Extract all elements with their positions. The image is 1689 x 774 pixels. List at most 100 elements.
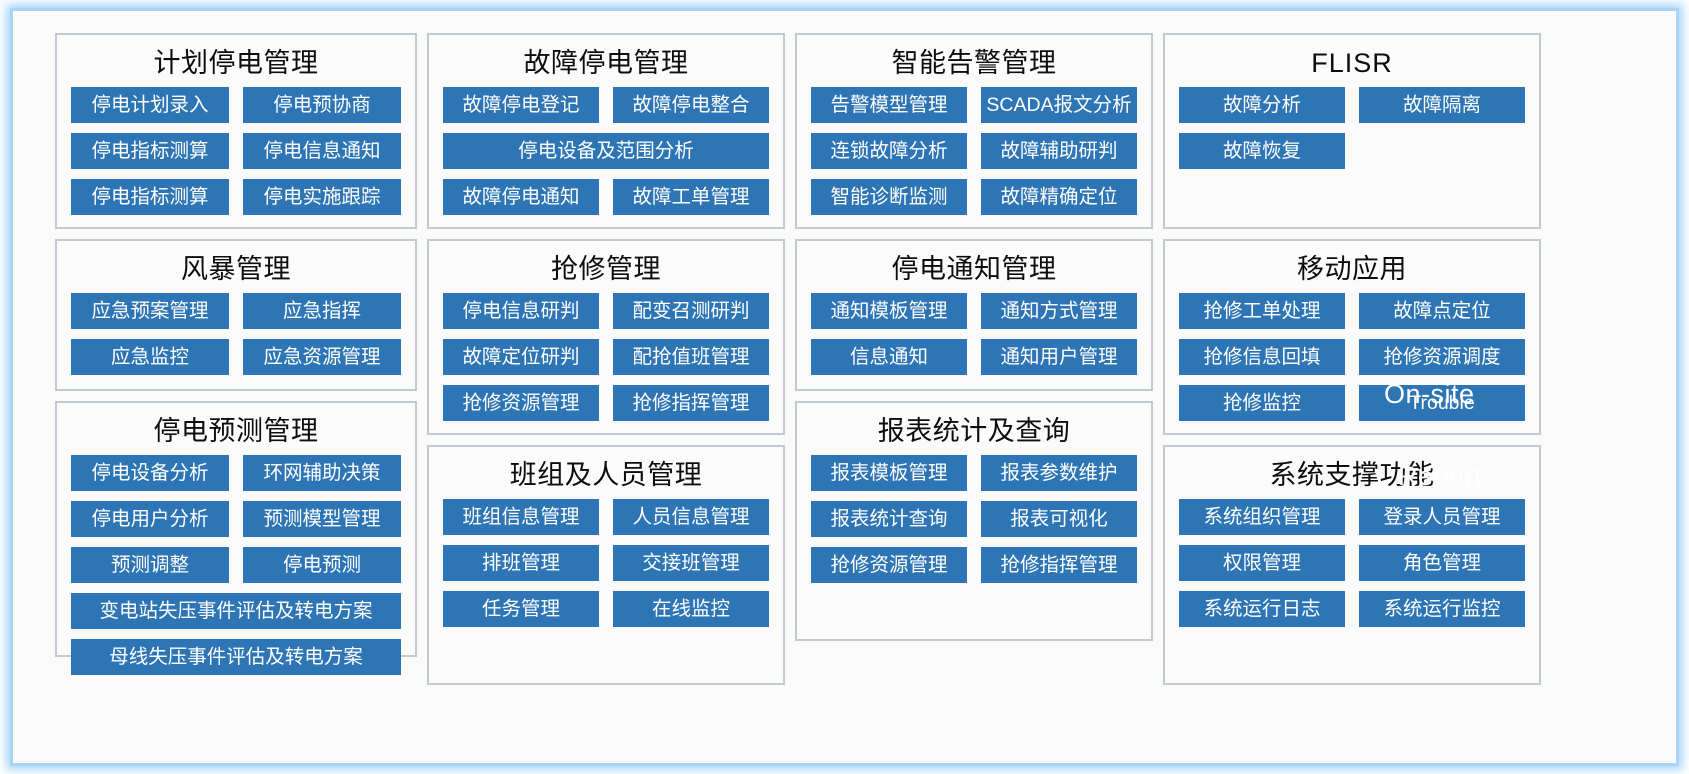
module-button[interactable]: 故障精确定位 — [981, 179, 1137, 215]
module-button[interactable]: 连锁故障分析 — [811, 133, 967, 169]
module-button[interactable]: 报表参数维护 — [981, 455, 1137, 491]
card-title: 班组及人员管理 — [509, 460, 703, 490]
function-board: 计划停电管理 停电计划录入 停电预协商 停电指标测算 停电信息通知 停电指标测算… — [13, 11, 1676, 763]
module-button[interactable]: 抢修工单处理 — [1179, 293, 1345, 329]
module-button[interactable]: 预测调整 — [71, 547, 229, 583]
button-row: 连锁故障分析 故障辅助研判 — [811, 133, 1137, 169]
column-3: 智能告警管理 告警模型管理 SCADA报文分析 连锁故障分析 故障辅助研判 智能… — [795, 33, 1153, 641]
module-button[interactable]: 班组信息管理 — [443, 499, 599, 535]
module-button[interactable]: 环网辅助决策 — [243, 455, 401, 491]
application-frame: 计划停电管理 停电计划录入 停电预协商 停电指标测算 停电信息通知 停电指标测算… — [10, 8, 1679, 766]
module-button[interactable]: 应急监控 — [71, 339, 229, 375]
module-button[interactable]: 故障恢复 — [1179, 133, 1345, 169]
module-button[interactable]: 应急指挥 — [243, 293, 401, 329]
module-button-trouble[interactable]: Trouble — [1359, 385, 1525, 421]
button-row: 智能诊断监测 故障精确定位 — [811, 179, 1137, 215]
button-row: 故障恢复 — [1179, 133, 1525, 169]
button-row: 信息通知 通知用户管理 — [811, 339, 1137, 375]
module-button[interactable]: 登录人员管理 — [1359, 499, 1525, 535]
module-button[interactable]: SCADA报文分析 — [981, 87, 1137, 123]
module-button[interactable]: 抢修资源管理 — [811, 547, 967, 583]
card-title: 停电通知管理 — [891, 254, 1057, 284]
module-button[interactable]: 智能诊断监测 — [811, 179, 967, 215]
module-button[interactable]: 预测模型管理 — [243, 501, 401, 537]
module-button[interactable]: 系统运行监控 — [1359, 591, 1525, 627]
module-button[interactable]: 停电预协商 — [243, 87, 401, 123]
module-button[interactable]: 停电实施跟踪 — [243, 179, 401, 215]
module-button[interactable]: 故障点定位 — [1359, 293, 1525, 329]
card-fault-outage: 故障停电管理 故障停电登记 故障停电整合 停电设备及范围分析 故障停电通知 故障… — [427, 33, 785, 229]
module-button[interactable]: 抢修资源管理 — [443, 385, 599, 421]
module-button[interactable]: 人员信息管理 — [613, 499, 769, 535]
module-button[interactable]: 抢修监控 — [1179, 385, 1345, 421]
module-button[interactable]: 故障辅助研判 — [981, 133, 1137, 169]
module-button[interactable]: 配抢值班管理 — [613, 339, 769, 375]
module-button[interactable]: 母线失压事件评估及转电方案 — [71, 639, 401, 675]
module-button[interactable]: 故障定位研判 — [443, 339, 599, 375]
card-title: 计划停电管理 — [153, 48, 319, 78]
module-button[interactable]: 角色管理 — [1359, 545, 1525, 581]
card-team-personnel: 班组及人员管理 班组信息管理 人员信息管理 排班管理 交接班管理 任务管理 在线… — [427, 445, 785, 685]
card-emergency-repair: 抢修管理 停电信息研判 配变召测研判 故障定位研判 配抢值班管理 抢修资源管理 … — [427, 239, 785, 435]
card-outage-notification: 停电通知管理 通知模板管理 通知方式管理 信息通知 通知用户管理 — [795, 239, 1153, 391]
module-button[interactable]: 故障工单管理 — [613, 179, 769, 215]
module-button[interactable]: 故障停电登记 — [443, 87, 599, 123]
module-button[interactable]: 抢修资源调度 — [1359, 339, 1525, 375]
card-title: 报表统计及查询 — [877, 416, 1071, 446]
module-button[interactable]: 故障停电通知 — [443, 179, 599, 215]
module-button[interactable]: 告警模型管理 — [811, 87, 967, 123]
button-row: 抢修工单处理 故障点定位 — [1179, 293, 1525, 329]
module-button[interactable]: 应急预案管理 — [71, 293, 229, 329]
card-title: 风暴管理 — [181, 254, 291, 284]
module-button[interactable]: 抢修指挥管理 — [613, 385, 769, 421]
module-button[interactable]: 信息通知 — [811, 339, 967, 375]
module-button[interactable]: 停电用户分析 — [71, 501, 229, 537]
column-2: 故障停电管理 故障停电登记 故障停电整合 停电设备及范围分析 故障停电通知 故障… — [427, 33, 785, 685]
module-button[interactable]: 停电计划录入 — [71, 87, 229, 123]
button-grid: 抢修工单处理 故障点定位 抢修信息回填 抢修资源调度 抢修监控 Trouble — [1179, 293, 1525, 421]
module-button[interactable]: 报表模板管理 — [811, 455, 967, 491]
module-button[interactable]: 权限管理 — [1179, 545, 1345, 581]
module-button[interactable]: 停电设备分析 — [71, 455, 229, 491]
module-button[interactable]: 停电预测 — [243, 547, 401, 583]
card-intelligent-alarm: 智能告警管理 告警模型管理 SCADA报文分析 连锁故障分析 故障辅助研判 智能… — [795, 33, 1153, 229]
button-row: 停电设备及范围分析 — [443, 133, 769, 169]
module-button[interactable]: 交接班管理 — [613, 545, 769, 581]
module-button[interactable]: 故障停电整合 — [613, 87, 769, 123]
button-grid: 停电设备分析 环网辅助决策 停电用户分析 预测模型管理 预测调整 停电预测 变电… — [71, 455, 401, 675]
module-button[interactable]: 通知模板管理 — [811, 293, 967, 329]
button-row: 排班管理 交接班管理 — [443, 545, 769, 581]
module-button[interactable]: 任务管理 — [443, 591, 599, 627]
module-button[interactable]: 报表可视化 — [981, 501, 1137, 537]
button-row: 任务管理 在线监控 — [443, 591, 769, 627]
module-button[interactable]: 应急资源管理 — [243, 339, 401, 375]
module-button[interactable]: 停电设备及范围分析 — [443, 133, 769, 169]
module-button[interactable]: 停电信息研判 — [443, 293, 599, 329]
card-report-statistics: 报表统计及查询 报表模板管理 报表参数维护 报表统计查询 报表可视化 抢修资源管… — [795, 401, 1153, 641]
module-button[interactable]: 通知用户管理 — [981, 339, 1137, 375]
button-grid: 通知模板管理 通知方式管理 信息通知 通知用户管理 — [811, 293, 1137, 375]
button-row: 预测调整 停电预测 — [71, 547, 401, 583]
button-row: 通知模板管理 通知方式管理 — [811, 293, 1137, 329]
module-button[interactable]: 停电信息通知 — [243, 133, 401, 169]
button-row: 报表模板管理 报表参数维护 — [811, 455, 1137, 491]
module-button[interactable]: 变电站失压事件评估及转电方案 — [71, 593, 401, 629]
module-button[interactable]: 在线监控 — [613, 591, 769, 627]
module-button[interactable]: 排班管理 — [443, 545, 599, 581]
button-row: 变电站失压事件评估及转电方案 — [71, 593, 401, 629]
module-button[interactable]: 故障隔离 — [1359, 87, 1525, 123]
button-row: 故障停电登记 故障停电整合 — [443, 87, 769, 123]
module-button[interactable]: 故障分析 — [1179, 87, 1345, 123]
module-button[interactable]: 配变召测研判 — [613, 293, 769, 329]
module-button[interactable]: 通知方式管理 — [981, 293, 1137, 329]
module-button[interactable]: 系统组织管理 — [1179, 499, 1345, 535]
module-button[interactable]: 停电指标测算 — [71, 179, 229, 215]
module-button[interactable]: 报表统计查询 — [811, 501, 967, 537]
module-button[interactable]: 停电指标测算 — [71, 133, 229, 169]
module-button[interactable]: 系统运行日志 — [1179, 591, 1345, 627]
button-row: 抢修监控 Trouble — [1179, 385, 1525, 421]
module-button[interactable]: 抢修指挥管理 — [981, 547, 1137, 583]
button-row: 故障定位研判 配抢值班管理 — [443, 339, 769, 375]
card-title: 智能告警管理 — [891, 48, 1057, 78]
module-button[interactable]: 抢修信息回填 — [1179, 339, 1345, 375]
